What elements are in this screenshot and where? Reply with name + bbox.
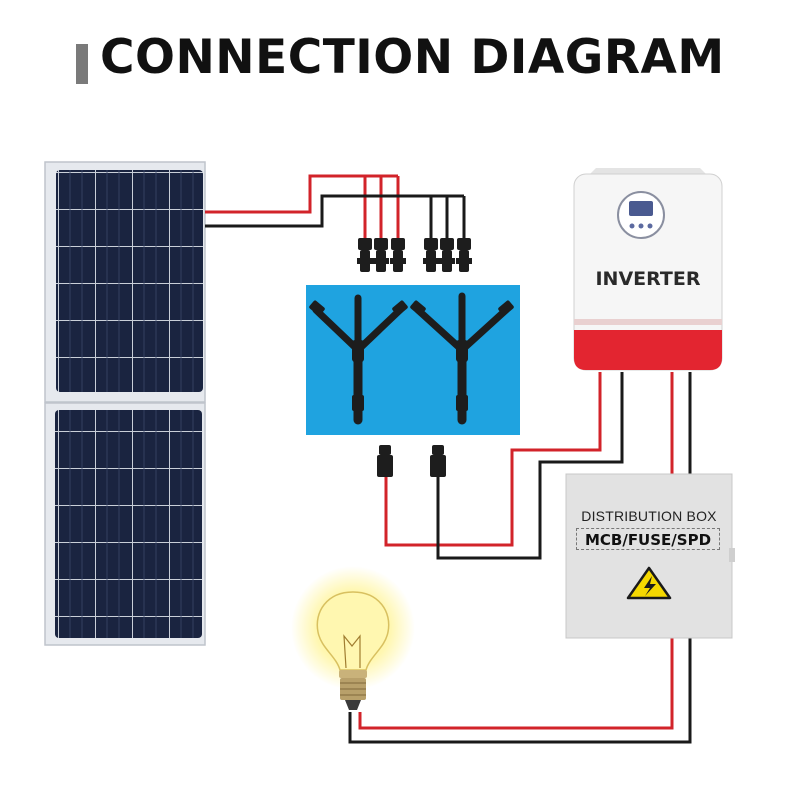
- distribution-box-subtitle: MCB/FUSE/SPD: [576, 528, 720, 550]
- y-branch-panel: [306, 285, 520, 435]
- light-bulb-icon: [291, 566, 415, 710]
- mc4-connector-icon: [357, 238, 472, 272]
- ac-output-wires: [670, 372, 692, 474]
- load-wires: [348, 638, 692, 744]
- page-title: CONNECTION DIAGRAM: [100, 30, 725, 85]
- inverter-label: INVERTER: [595, 268, 701, 290]
- solar-panel-top: [44, 161, 206, 403]
- title-accent-bar: [76, 44, 88, 84]
- mc4-output-connectors: [377, 445, 446, 477]
- inverter: [573, 168, 723, 371]
- pv-input-wires: [384, 372, 624, 560]
- solar-panel-bottom: [44, 402, 206, 646]
- distribution-box: [565, 473, 735, 639]
- distribution-box-title: DISTRIBUTION BOX: [581, 508, 717, 524]
- lcd-display-icon: [617, 191, 665, 239]
- panel-output-wires: [205, 174, 466, 238]
- high-voltage-warning-icon: [626, 566, 672, 600]
